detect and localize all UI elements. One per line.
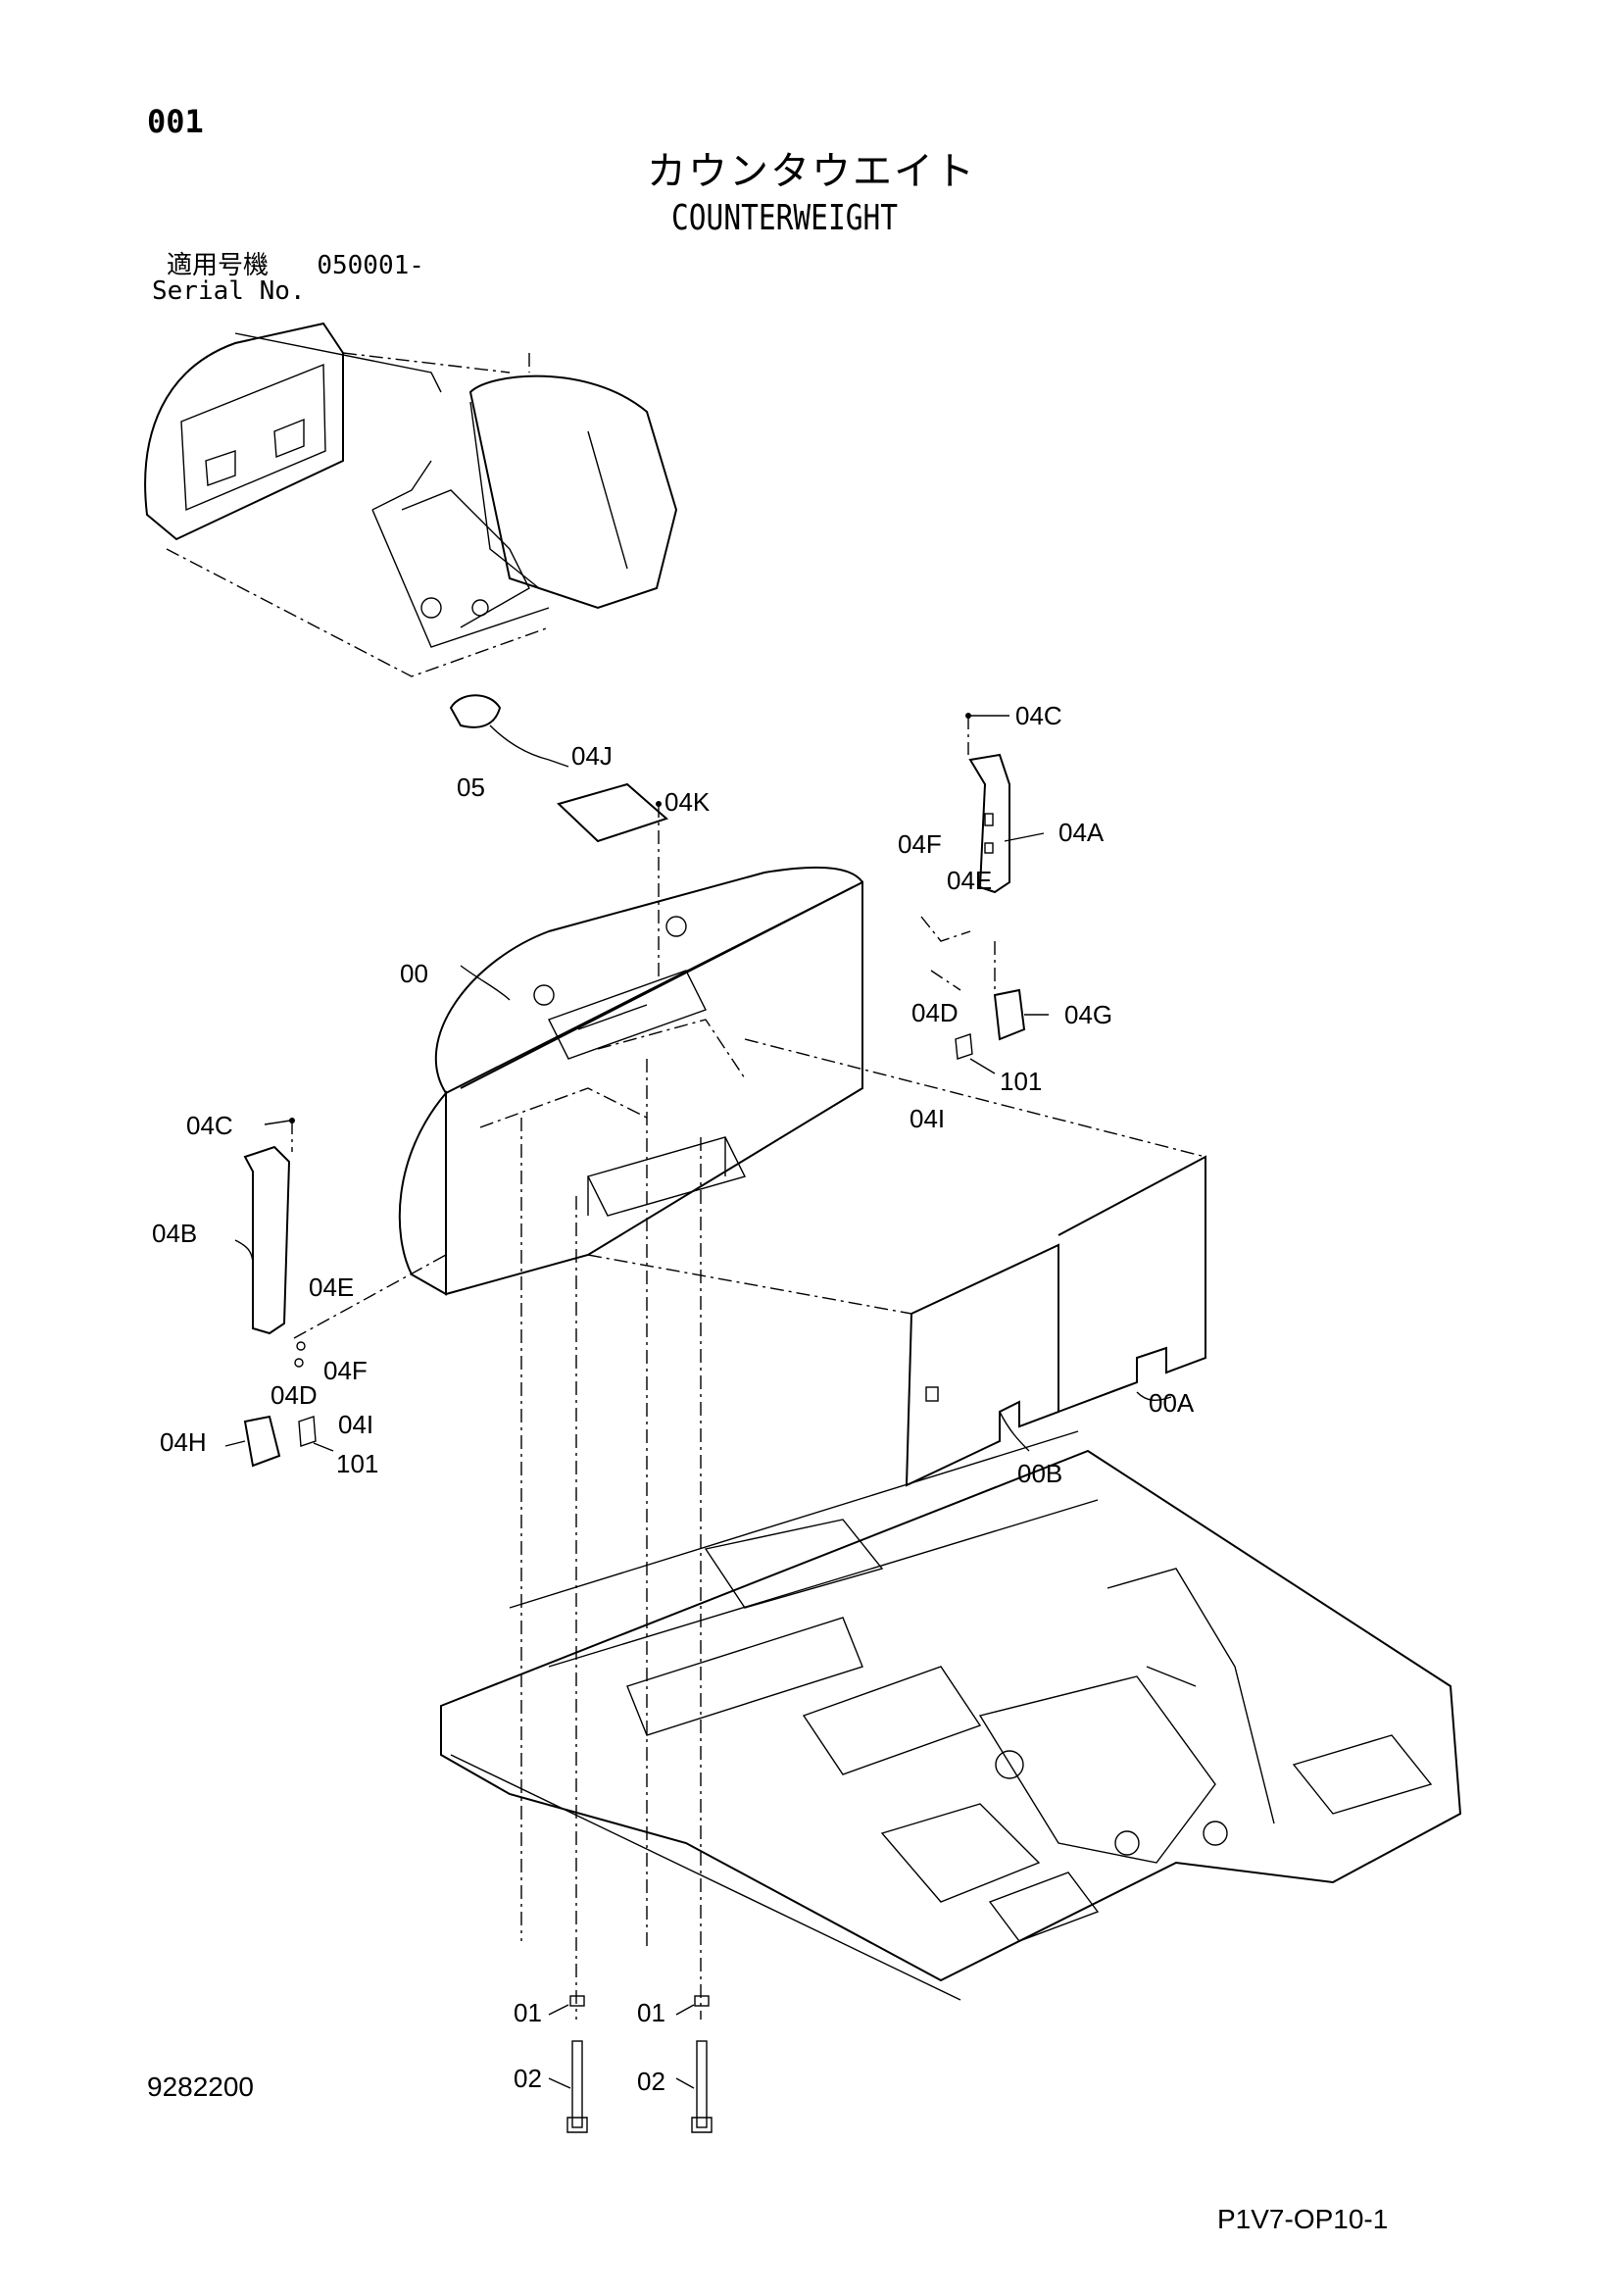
callout-101-top: 101	[1000, 1067, 1043, 1096]
callout-04b: 04B	[152, 1219, 198, 1248]
callout-04f-top: 04F	[898, 829, 942, 859]
callout-04d-top: 04D	[911, 998, 959, 1027]
callout-04g: 04G	[1064, 1000, 1113, 1029]
callout-04j: 04J	[571, 741, 613, 771]
callout-101-left: 101	[336, 1449, 379, 1478]
serial-label-english: Serial No.	[152, 276, 306, 306]
callout-04c-left: 04C	[186, 1111, 233, 1140]
lamp-bracket-assembly	[449, 694, 668, 980]
callout-04d-left: 04D	[270, 1380, 318, 1410]
leader-lines	[224, 715, 1172, 2089]
serial-label-japanese: 適用号機 050001-	[167, 253, 424, 278]
upper-structure-frame	[440, 1430, 1462, 2001]
callout-04a: 04A	[1058, 818, 1105, 847]
callout-04i-top: 04I	[910, 1104, 946, 1133]
mounting-bolts	[520, 1059, 713, 2133]
left-trim-assembly	[243, 1118, 447, 1468]
callout-04c-top: 04C	[1015, 701, 1062, 730]
cover-panels-00a-00b	[587, 1038, 1206, 1487]
callout-04e-top: 04E	[947, 866, 993, 895]
callout-05: 05	[457, 773, 485, 802]
serial-value: 050001-	[317, 251, 424, 280]
page-number: 001	[147, 103, 204, 140]
callout-00b: 00B	[1017, 1459, 1063, 1488]
callout-00a: 00A	[1149, 1388, 1195, 1418]
page-title-english: COUNTERWEIGHT	[671, 198, 899, 238]
page-code: P1V7-OP10-1	[1217, 2204, 1389, 2234]
callout-02-a: 02	[514, 2064, 542, 2093]
callout-01-b: 01	[637, 1998, 665, 2027]
overview-thumbnail	[144, 322, 678, 677]
callout-01-a: 01	[514, 1998, 542, 2027]
callout-04e-left: 04E	[309, 1273, 355, 1302]
serial-label-jp-text: 適用号機	[167, 251, 270, 280]
callout-00: 00	[400, 959, 428, 988]
drawing-number: 9282200	[147, 2071, 255, 2102]
callout-02-b: 02	[637, 2067, 665, 2096]
callout-04k: 04K	[664, 787, 711, 817]
right-trim-assembly	[920, 713, 1026, 1060]
counterweight-00	[398, 866, 863, 1296]
callout-04h: 04H	[160, 1427, 207, 1457]
callout-04f-left: 04F	[323, 1356, 368, 1385]
page-title-japanese: カウンタウエイト	[647, 149, 976, 194]
callout-04i-left: 04I	[338, 1410, 374, 1439]
